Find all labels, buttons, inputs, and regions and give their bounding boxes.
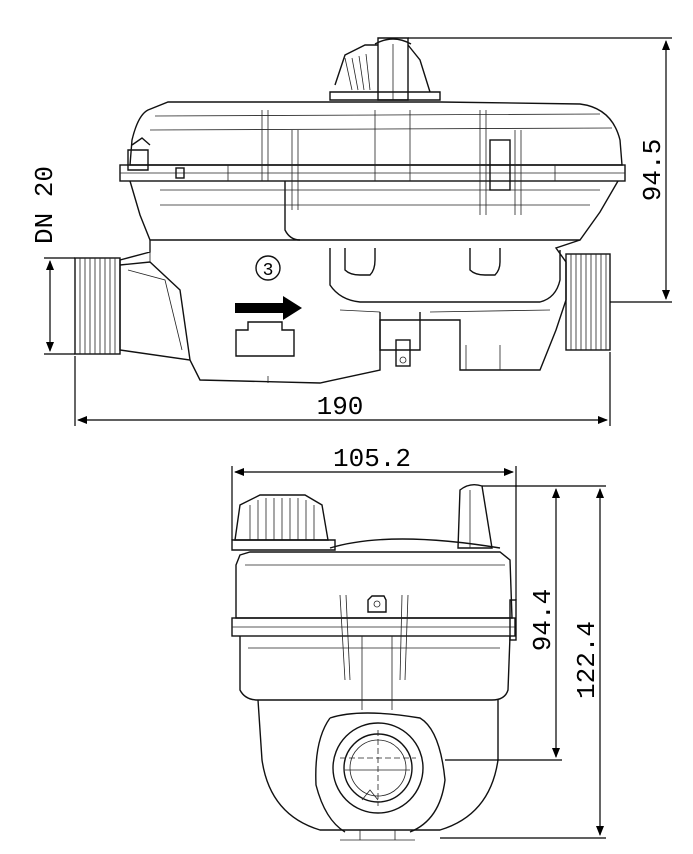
dim-105-2: 105.2 — [231, 444, 517, 600]
flow-arrow — [235, 296, 302, 320]
svg-text:122.4: 122.4 — [572, 621, 602, 699]
outlet-thread — [565, 253, 611, 351]
dim-190: 190 — [74, 352, 611, 426]
svg-text:94.5: 94.5 — [638, 139, 668, 201]
end-tower — [329, 483, 501, 549]
svg-text:190: 190 — [317, 392, 364, 422]
side-view: 3 190 DN 20 94.5 — [30, 37, 672, 426]
end-knob — [231, 494, 336, 551]
dim-94-4: 94.4 — [445, 485, 562, 761]
svg-text:105.2: 105.2 — [333, 444, 411, 474]
inlet-thread — [74, 257, 121, 355]
end-body — [257, 699, 499, 841]
upper-cover — [119, 101, 626, 241]
end-view: 105.2 94.4 122.4 — [231, 444, 606, 841]
dim-94-5: 94.5 — [408, 37, 672, 303]
top-knob — [329, 37, 441, 101]
dim-dn20: DN 20 — [30, 166, 75, 355]
svg-text:DN 20: DN 20 — [30, 166, 60, 244]
svg-text:94.4: 94.4 — [528, 589, 558, 651]
end-cover — [231, 551, 517, 710]
meter-body — [119, 239, 581, 384]
marker-circle — [255, 255, 281, 281]
marker-number: 3 — [263, 261, 274, 281]
connector-symbol — [235, 321, 295, 357]
dim-122-4: 122.4 — [440, 485, 606, 839]
